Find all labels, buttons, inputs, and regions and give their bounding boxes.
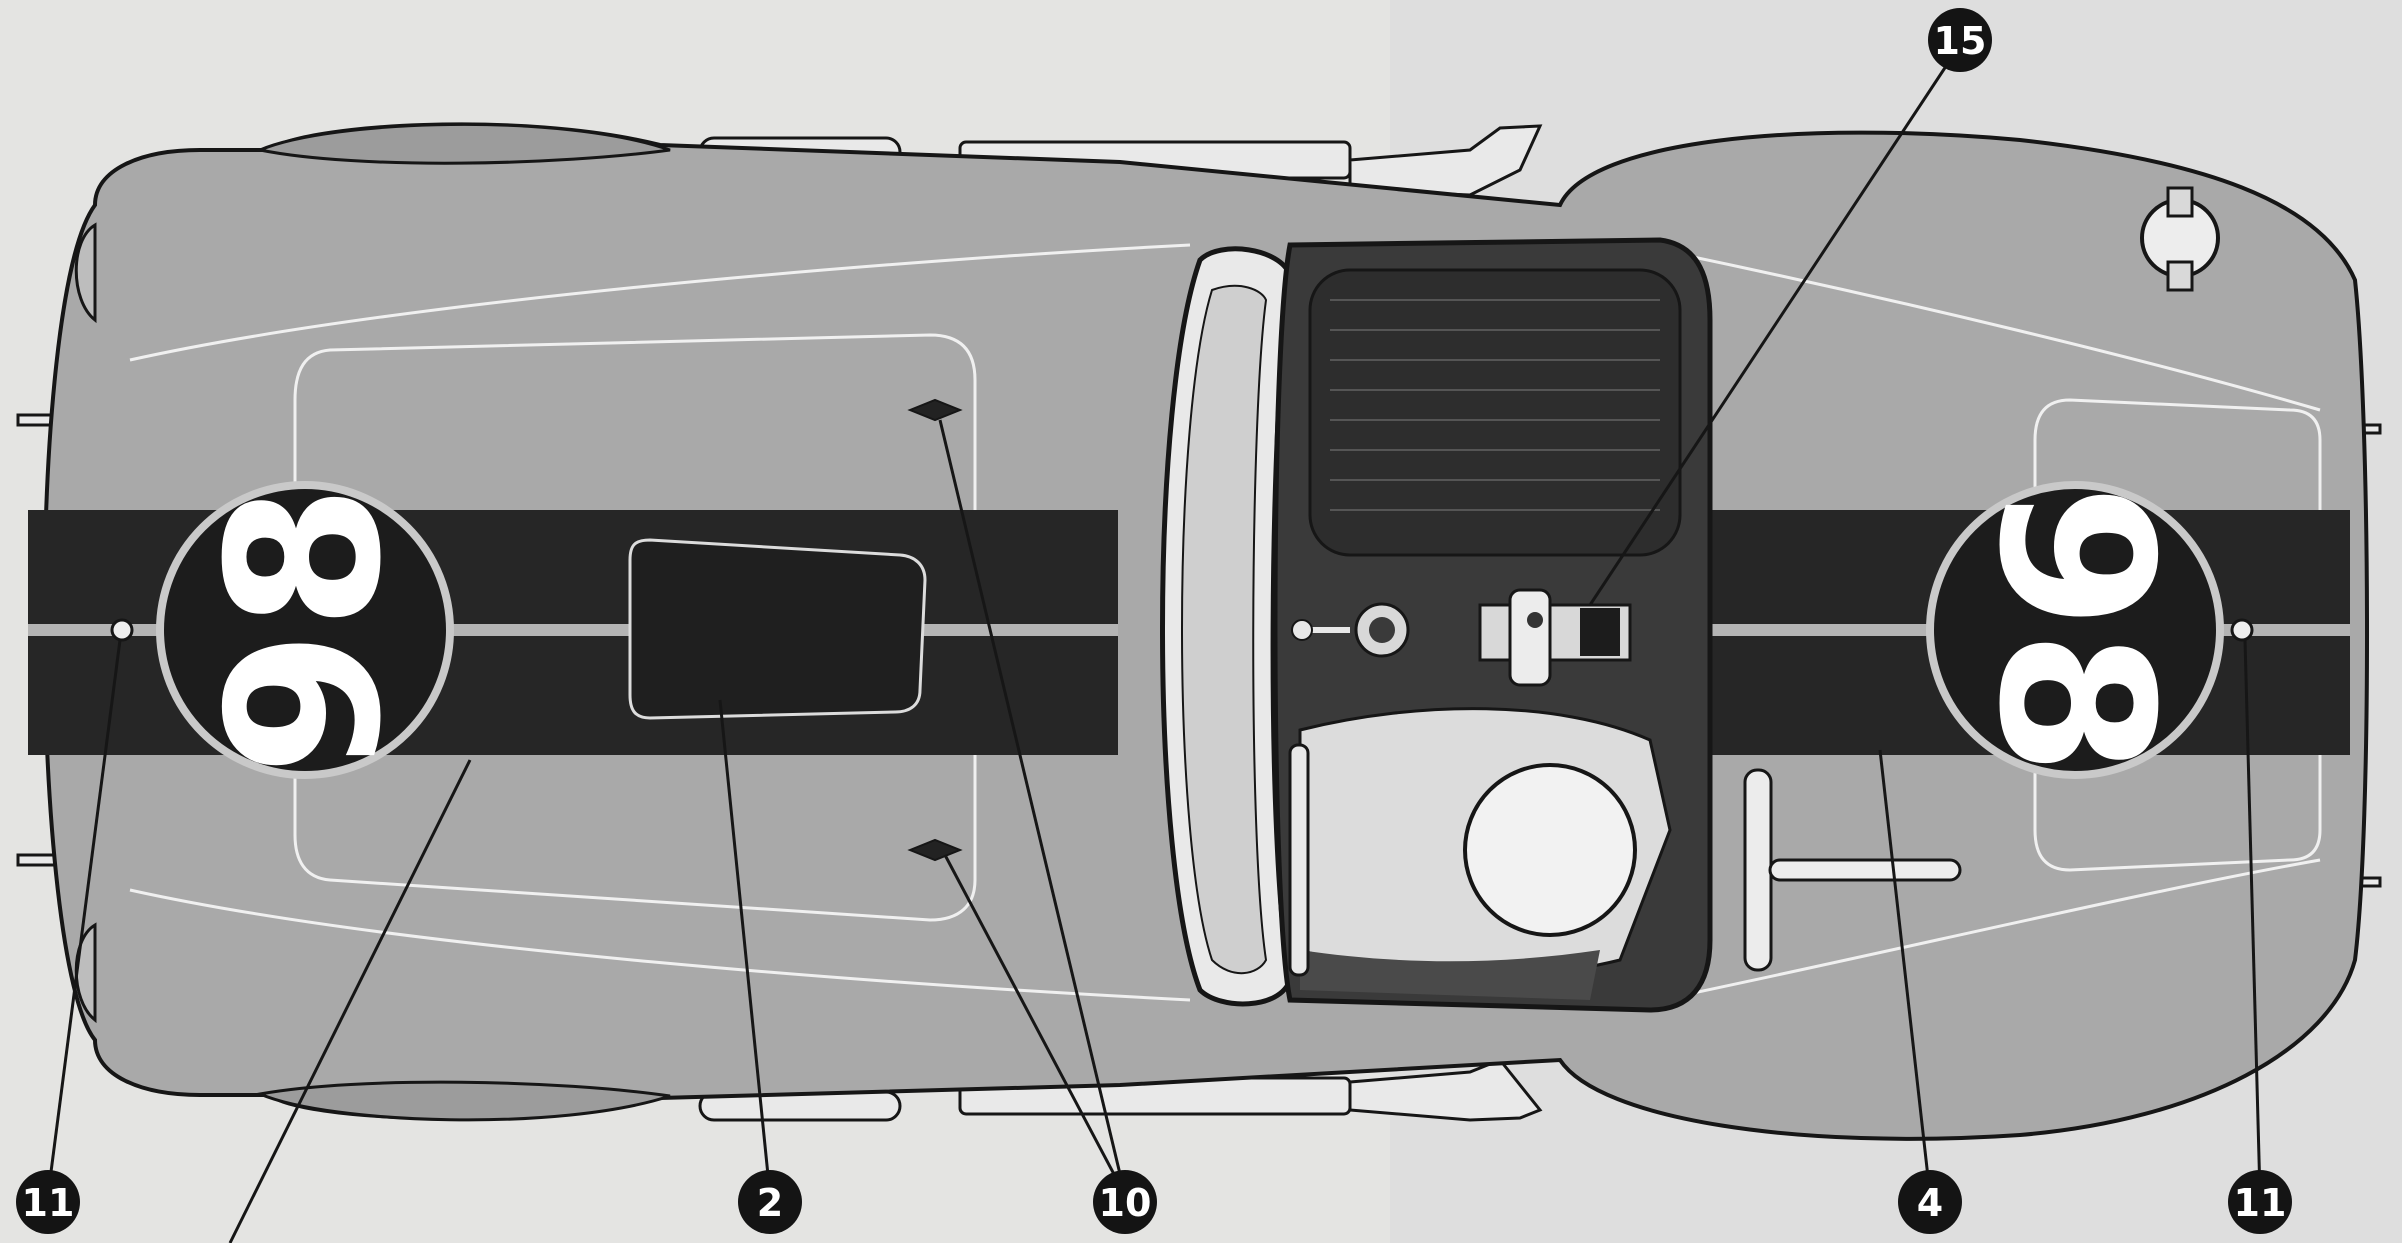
gear-shifter — [1291, 602, 1410, 658]
callout-11-left-label: 11 — [22, 1181, 75, 1225]
callout-15: 15 — [1928, 8, 1992, 72]
callout-4: 4 — [1898, 1170, 1962, 1234]
front-race-number: 98 — [1953, 484, 2198, 776]
tow-hooks — [110, 618, 2254, 642]
fuel-cap — [2140, 186, 2220, 292]
body-crease-lines — [129, 243, 2321, 1002]
trunk-lid — [293, 333, 977, 922]
callout-2: 2 — [738, 1170, 802, 1234]
callout-11-left: 11 — [16, 1170, 80, 1234]
steering-wheel — [1288, 743, 1310, 977]
rear-fender-top — [254, 122, 671, 165]
trunk-pins — [907, 398, 963, 862]
callout-15-label: 15 — [1934, 19, 1987, 63]
callout-2-label: 2 — [757, 1181, 783, 1225]
rear-window — [628, 538, 927, 720]
hood-outline — [2033, 398, 2322, 872]
callout-leader-lines — [46, 44, 2262, 1243]
rear-roundel: 98 — [156, 481, 454, 779]
passenger-seat — [1308, 268, 1682, 557]
callout-10: 10 — [1093, 1170, 1157, 1234]
rear-fender-bottom — [254, 1080, 671, 1122]
callout-11-right-label: 11 — [2234, 1181, 2287, 1225]
rear-race-number: 98 — [183, 484, 428, 776]
windscreen-glass — [1181, 284, 1268, 975]
callout-10-label: 10 — [1099, 1181, 1152, 1225]
driver-figure — [1298, 707, 1672, 1000]
wing-mirror — [1743, 768, 1962, 972]
callout-4-label: 4 — [1917, 1181, 1943, 1225]
fire-extinguisher — [1478, 588, 1632, 687]
front-roundel: 98 — [1926, 481, 2224, 779]
callout-11-right: 11 — [2228, 1170, 2292, 1234]
